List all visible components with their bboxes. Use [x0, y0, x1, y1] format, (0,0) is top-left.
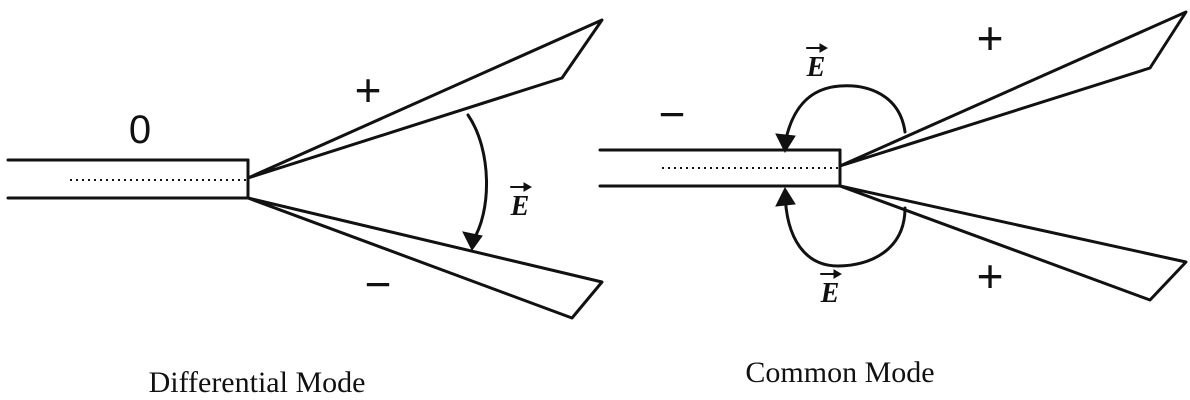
- common-lower-field-arrowhead: [775, 186, 796, 207]
- vector-arrow-icon: [806, 43, 829, 53]
- differential-mode-title: Differential Mode: [149, 366, 366, 399]
- common-feed-line: [598, 148, 842, 188]
- common-mode-panel: − + + E E Common Mode: [598, 10, 1188, 389]
- differential-upper-blade: [246, 18, 604, 180]
- common-lower-field-label: E: [820, 278, 840, 309]
- common-upper-field-label: E: [806, 52, 826, 83]
- differential-feed-line: [6, 158, 250, 200]
- differential-field-arrow: [466, 113, 488, 244]
- common-feed-polarity: −: [659, 88, 686, 140]
- common-lower-blade: [838, 184, 1188, 302]
- common-upper-polarity: +: [977, 12, 1004, 64]
- common-upper-field-label-group: E: [806, 43, 829, 83]
- differential-upper-polarity: +: [355, 64, 382, 116]
- common-upper-blade: [838, 10, 1188, 168]
- vector-arrow-icon: [510, 182, 533, 192]
- common-lower-polarity: +: [977, 250, 1004, 302]
- differential-lower-blade: [246, 196, 604, 320]
- differential-mode-panel: 0 + − E Differential Mode: [6, 18, 604, 399]
- differential-lower-polarity: −: [365, 258, 392, 310]
- vector-arrow-icon: [820, 269, 843, 279]
- common-mode-title: Common Mode: [745, 356, 934, 389]
- differential-field-label: E: [510, 191, 530, 222]
- differential-feed-label: 0: [129, 108, 151, 152]
- differential-field-arrowhead: [462, 231, 483, 251]
- common-upper-field-loop: [782, 84, 907, 152]
- common-lower-field-label-group: E: [820, 269, 843, 309]
- common-lower-field-loop: [783, 190, 907, 268]
- differential-field-label-group: E: [510, 182, 533, 222]
- common-upper-field-arrowhead: [775, 133, 796, 154]
